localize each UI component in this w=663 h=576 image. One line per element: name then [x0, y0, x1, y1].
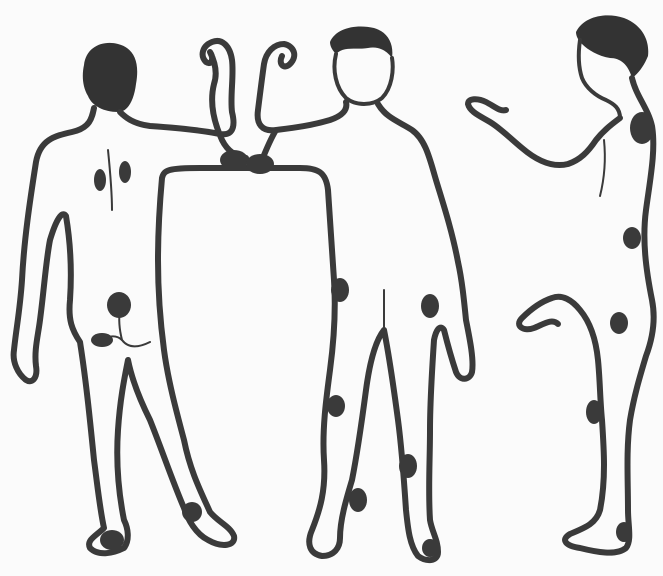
front-view-spot-shin-left [349, 488, 367, 512]
back-view-head [83, 43, 137, 112]
back-view-spot-right-shoulder-blade [119, 161, 131, 183]
front-view-spot-knee-left [327, 395, 345, 417]
front-view-spot-hip-right [421, 294, 439, 318]
side-view-chest-line [600, 140, 605, 196]
front-view-head-outline [334, 54, 392, 104]
side-view-figure [468, 15, 654, 552]
back-view-spot-hip [91, 333, 113, 347]
side-view-spot-hip [610, 312, 628, 334]
back-view-spot-left-shoulder-blade [94, 169, 106, 191]
front-view-spot-knee-right [399, 454, 417, 478]
back-view-spot-heel-left [100, 530, 124, 550]
side-view-spot-shoulder [630, 112, 654, 144]
back-view-body-outline [14, 108, 250, 553]
side-view-hair [576, 15, 648, 78]
front-view-figure [246, 27, 473, 561]
front-view-spot-ankle-right [422, 539, 438, 557]
back-view-spine-line [108, 150, 112, 210]
back-view-figure [14, 41, 250, 553]
back-view-spot-elbow [220, 150, 248, 170]
back-view-right-arm-outline [120, 41, 246, 158]
front-view-body-outline [248, 44, 473, 560]
side-view-body-outline [468, 78, 654, 553]
front-view-spot-elbow [246, 154, 274, 174]
side-view-spot-knee [586, 400, 602, 424]
back-view-spot-heel-right [182, 502, 202, 522]
front-view-spot-hip-left [331, 278, 349, 302]
front-view-hair [330, 27, 392, 58]
back-view-spot-sacrum [107, 292, 131, 318]
side-view-spot-waist [623, 227, 641, 249]
side-view-spot-ankle [616, 522, 632, 542]
